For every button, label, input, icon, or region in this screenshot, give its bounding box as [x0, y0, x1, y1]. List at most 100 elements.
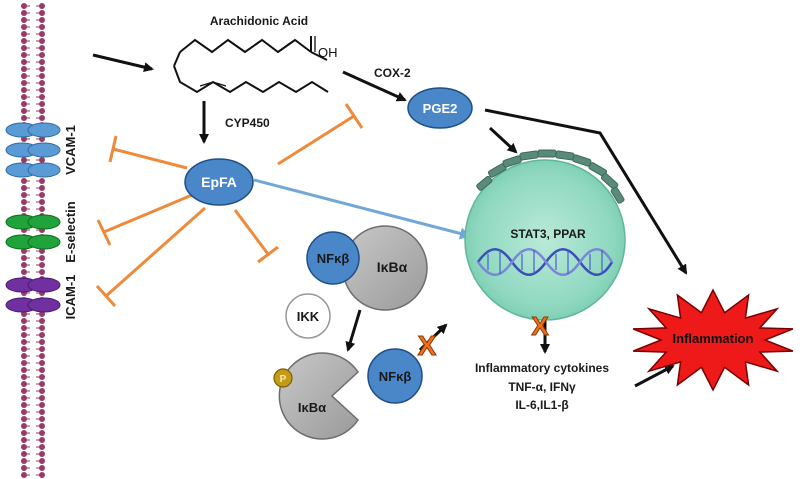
lipid-head — [21, 416, 27, 422]
cox2-label: COX-2 — [374, 66, 411, 80]
lipid-head — [21, 59, 27, 65]
lipid-head — [21, 136, 27, 142]
epfa-to-nucleus-arrow — [253, 178, 472, 240]
lipid-head — [21, 38, 27, 44]
e-selectin-cluster — [5, 214, 61, 250]
lipid-head — [21, 360, 27, 366]
cytokines-line1: TNF-α, IFNγ — [508, 380, 576, 394]
lipid-head — [21, 206, 27, 212]
lipid-head — [39, 248, 45, 254]
lipid-head — [21, 73, 27, 79]
arachidonic-acid-structure — [173, 36, 329, 94]
lipid-head — [21, 269, 27, 275]
lipid-head — [21, 339, 27, 345]
lipid-head — [21, 465, 27, 471]
lipid-head — [21, 10, 27, 16]
ikba-bottom-node: IκBα — [278, 352, 359, 440]
nfkb-bottom-node: NFκβ — [367, 348, 423, 404]
lipid-head — [21, 332, 27, 338]
lipid-head — [21, 388, 27, 394]
lipid-head — [21, 185, 27, 191]
vcam-1-cluster — [5, 122, 61, 178]
lipid-head — [21, 248, 27, 254]
lipid-head — [39, 59, 45, 65]
lipid-head — [39, 325, 45, 331]
lipid-head — [39, 381, 45, 387]
block-x-transcription: X — [531, 311, 549, 341]
lipid-head — [21, 178, 27, 184]
lipid-head — [39, 262, 45, 268]
lipid-head — [21, 402, 27, 408]
lipid-head — [21, 311, 27, 317]
lipid-head — [21, 430, 27, 436]
lipid-head — [39, 3, 45, 9]
lipid-head — [21, 325, 27, 331]
lipid-head — [21, 199, 27, 205]
lipid-head — [21, 381, 27, 387]
lipid-head — [39, 437, 45, 443]
nfkb-bottom-label: NFκβ — [379, 369, 412, 384]
lipid-head — [21, 24, 27, 30]
phosphate-label: P — [280, 374, 287, 385]
lipid-head — [39, 24, 45, 30]
lipid-head — [39, 353, 45, 359]
lipid-head — [39, 38, 45, 44]
lipid-head — [39, 17, 45, 23]
cytokines-line2: IL-6,IL1-β — [515, 398, 568, 412]
lipid-head — [21, 367, 27, 373]
lipid-head — [39, 465, 45, 471]
lipid-head — [39, 430, 45, 436]
lipid-head — [39, 31, 45, 37]
lipid-head — [21, 262, 27, 268]
vcam-1-label: VCAM-1 — [63, 125, 78, 175]
lipid-head — [39, 87, 45, 93]
lipid-head — [39, 199, 45, 205]
oh-label: OH — [318, 45, 338, 60]
dna-helix — [476, 248, 614, 276]
inhibition-lines — [95, 103, 364, 308]
lipid-head — [39, 136, 45, 142]
phosphate-node: P — [273, 368, 293, 388]
lipid-head — [39, 157, 45, 163]
lipid-head — [21, 255, 27, 261]
lipid-head — [21, 353, 27, 359]
lipid-head — [21, 423, 27, 429]
lipid-head — [39, 311, 45, 317]
lipid-head — [21, 437, 27, 443]
lipid-head — [39, 80, 45, 86]
lipid-head — [21, 3, 27, 9]
icam-1-label: ICAM-1 — [63, 275, 78, 320]
lipid-head — [21, 94, 27, 100]
lipid-head — [39, 178, 45, 184]
pge2-node: PGE2 — [407, 87, 473, 129]
lipid-head — [39, 444, 45, 450]
pge2-label: PGE2 — [423, 101, 458, 116]
nfkb-top-node: NFκβ — [306, 231, 360, 285]
lipid-head — [39, 45, 45, 51]
epfa-label: EpFA — [201, 174, 237, 190]
lipid-head — [39, 94, 45, 100]
arachidonic-acid-label: Arachidonic Acid — [210, 14, 308, 28]
lipid-head — [39, 101, 45, 107]
epfa-node: EpFA — [184, 158, 254, 206]
lipid-head — [21, 409, 27, 415]
lipid-head — [39, 255, 45, 261]
lipid-head — [39, 339, 45, 345]
nucleus — [464, 149, 626, 321]
lipid-head — [21, 115, 27, 121]
lipid-head — [21, 52, 27, 58]
lipid-head — [39, 192, 45, 198]
lipid-head — [21, 45, 27, 51]
block-x-nfkb: X — [418, 330, 437, 361]
lipid-head — [39, 206, 45, 212]
lipid-head — [21, 472, 27, 478]
lipid-head — [21, 31, 27, 37]
lipid-head — [39, 332, 45, 338]
lipid-head — [21, 157, 27, 163]
cytokines-title: Inflammatory cytokines — [475, 361, 609, 375]
lipid-head — [39, 367, 45, 373]
lipid-head — [39, 73, 45, 79]
lipid-head — [21, 346, 27, 352]
lipid-head — [39, 374, 45, 380]
